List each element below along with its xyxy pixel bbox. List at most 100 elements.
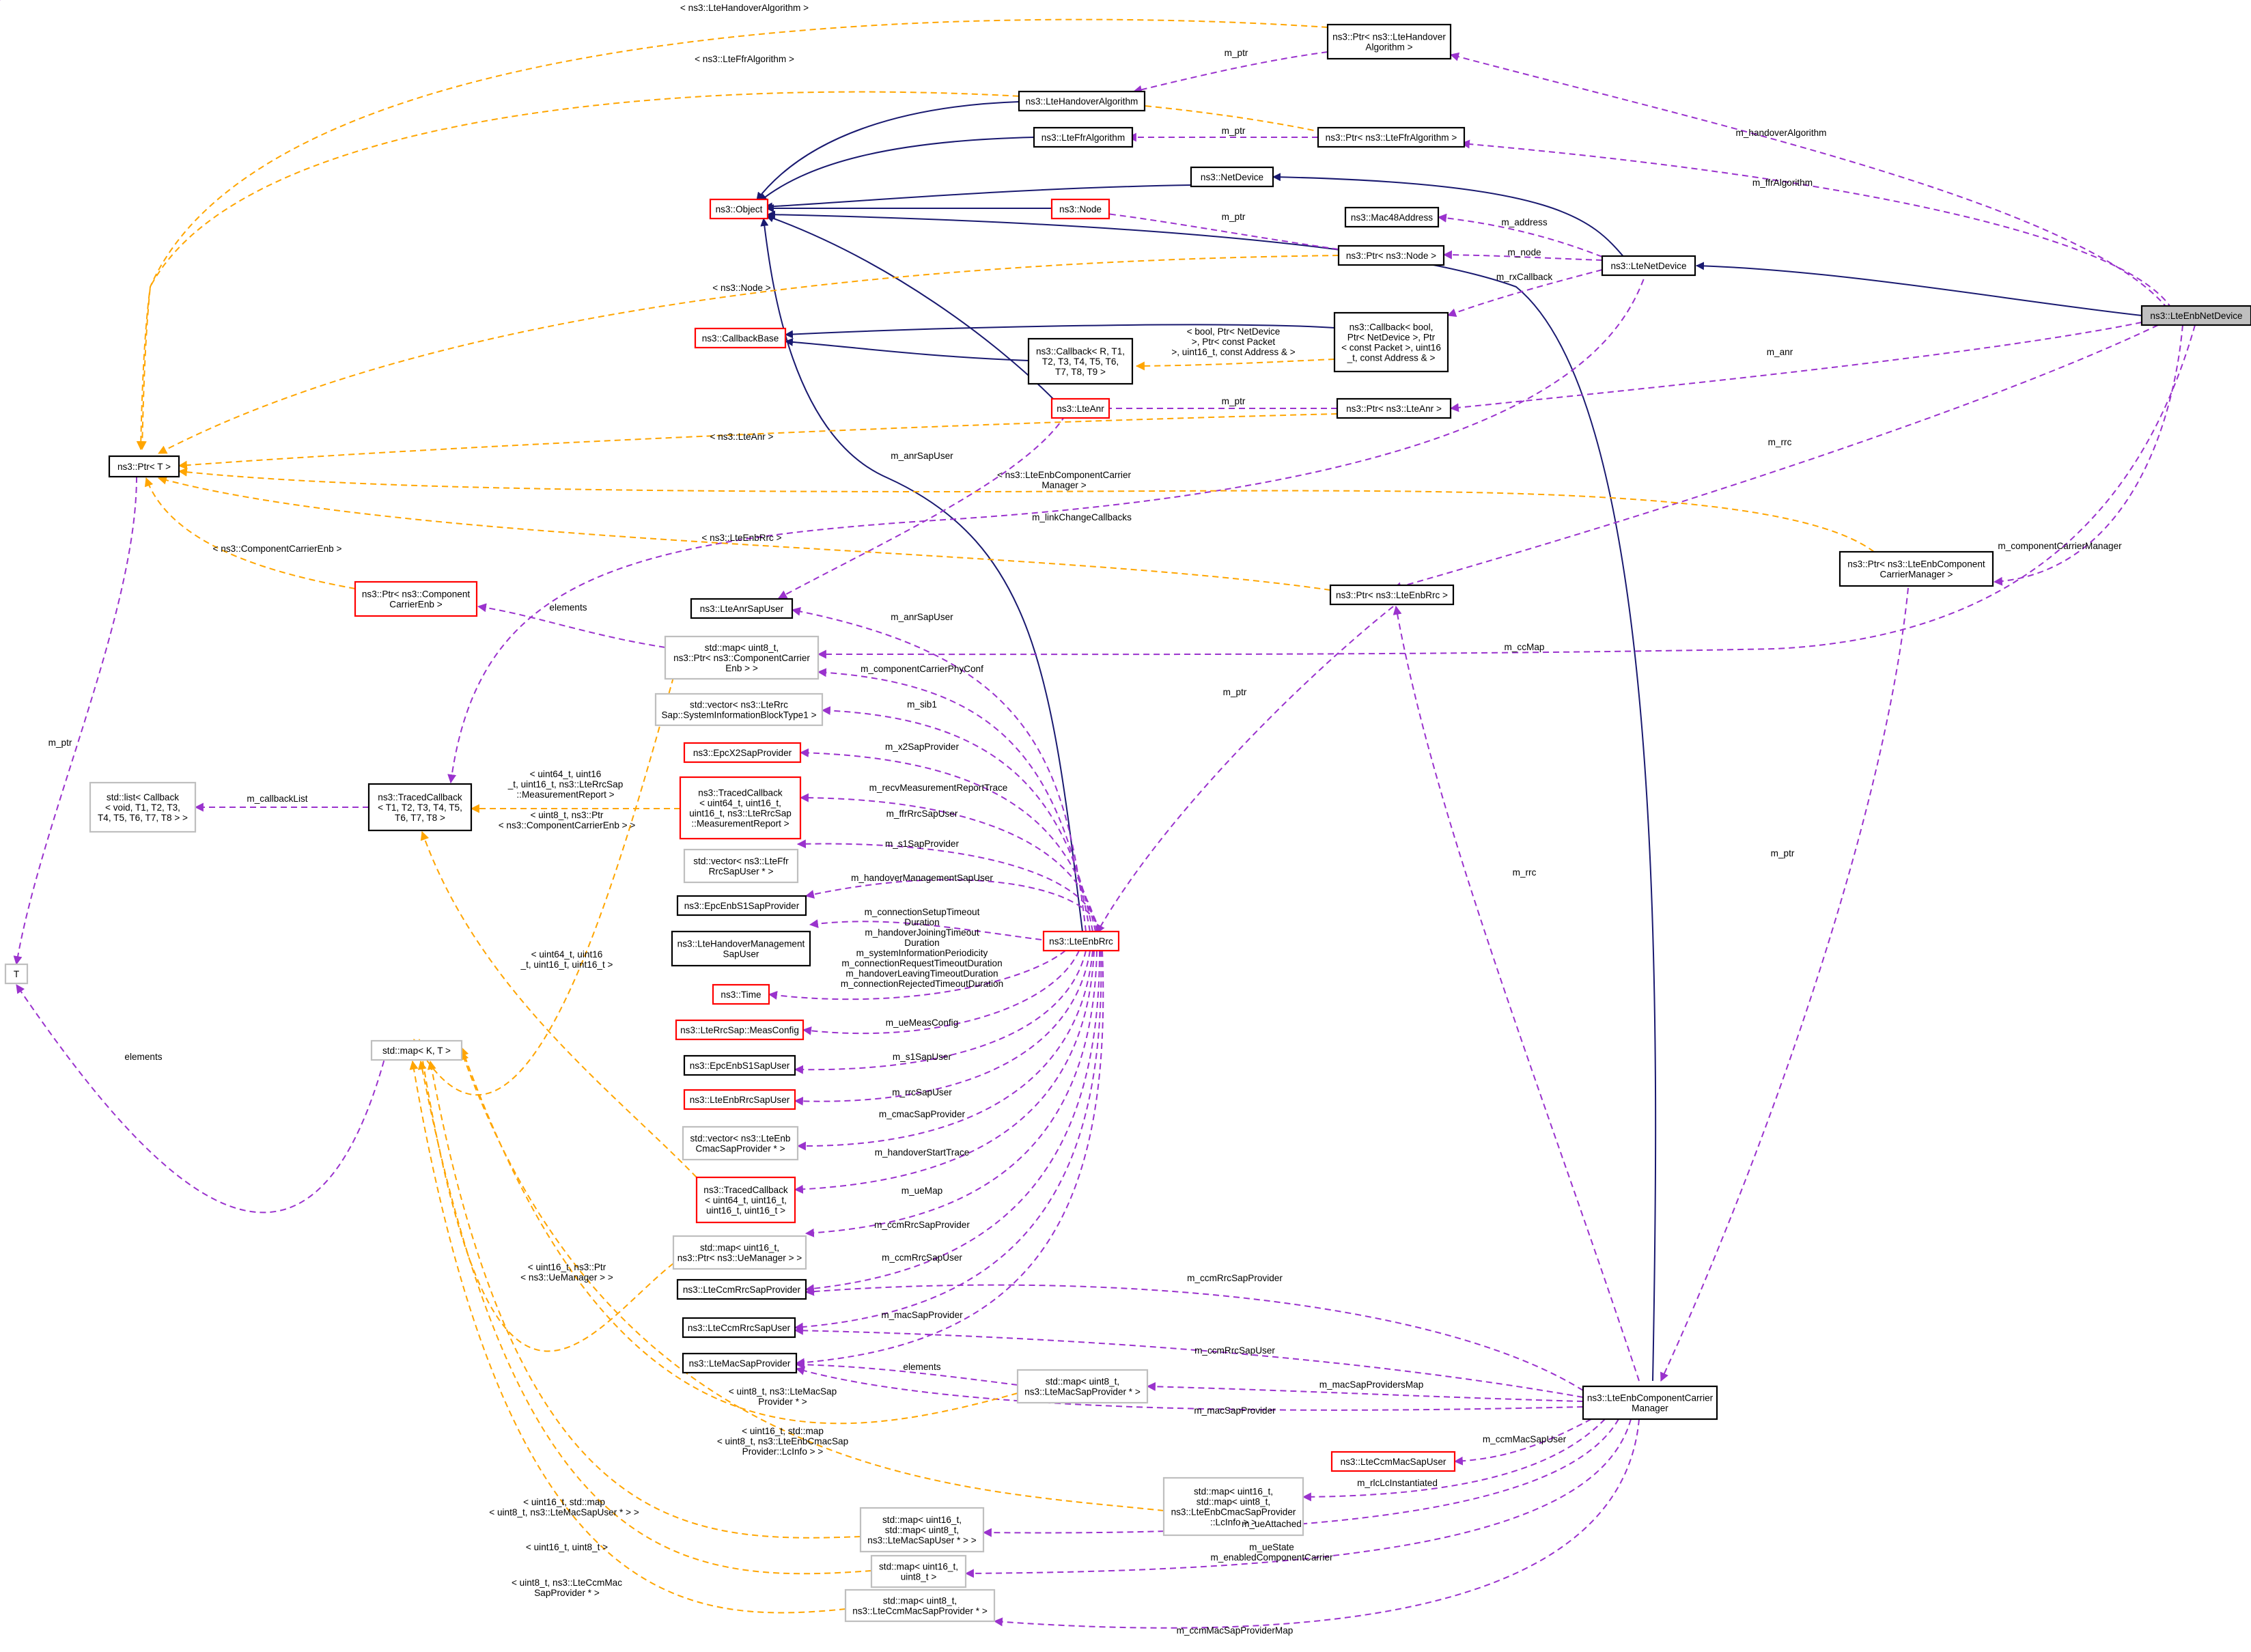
node-std-map-kt[interactable]: std::map< K, T > <box>370 1039 463 1061</box>
node-traced-meas[interactable]: ns3::TracedCallback< uint64_t, uint16_t,… <box>679 776 802 840</box>
node-map-cc-enb[interactable]: std::map< uint8_t,ns3::Ptr< ns3::Compone… <box>664 635 820 680</box>
node-ptr-lte-anr[interactable]: ns3::Ptr< ns3::LteAnr > <box>1336 397 1452 419</box>
edge-inherit-ccm-obj <box>767 210 1657 1382</box>
node-label: T <box>14 969 19 979</box>
node-lte-ccm-mac-sap-user[interactable]: ns3::LteCcmMacSapUser <box>1330 1451 1456 1472</box>
node-ptr-ccm[interactable]: ns3::Ptr< ns3::LteEnbComponentCarrierMan… <box>1838 550 1994 587</box>
edge-label-node: m_node <box>1507 247 1541 257</box>
node-label: ns3::TracedCallback <box>378 792 462 802</box>
node-label: ns3::LteMacSapUser * > > <box>867 1535 976 1545</box>
node-label: std::vector< ns3::LteEnb <box>690 1134 791 1144</box>
node-label: std::map< uint8_t, <box>1046 1377 1119 1387</box>
node-callback-generic[interactable]: ns3::Callback< R, T1,T2, T3, T4, T5, T6,… <box>1027 337 1134 385</box>
node-map-lc-info[interactable]: std::map< uint16_t,std::map< uint8_t,ns3… <box>1162 1476 1304 1537</box>
node-box <box>683 742 802 764</box>
node-epc-x2-sap-provider[interactable]: ns3::EpcX2SapProvider <box>683 742 802 764</box>
node-lte-ffr-algorithm[interactable]: ns3::LteFfrAlgorithm <box>1033 126 1134 148</box>
node-callback-bool[interactable]: ns3::Callback< bool,Ptr< NetDevice >, Pt… <box>1333 311 1449 373</box>
node-box <box>682 1352 798 1374</box>
edge-component-carrier-manager <box>1993 324 2183 586</box>
node-box <box>695 1176 796 1224</box>
edge-label-mac-sap-prov: m_macSapProvider <box>881 1310 963 1320</box>
node-map-mac-sap-user[interactable]: std::map< uint16_t,std::map< uint8_t,ns3… <box>859 1507 985 1553</box>
edge-label-line: m_anrSapUser <box>891 451 953 461</box>
node-lte-enb-net-device[interactable]: ns3::LteEnbNetDevice <box>2140 305 2251 326</box>
node-ptr-node[interactable]: ns3::Ptr< ns3::Node > <box>1337 244 1445 266</box>
node-label: ns3::LteAnrSapUser <box>700 604 784 614</box>
node-label: T4, T5, T6, T7, T8 > > <box>98 813 188 823</box>
edge-ccm-mac-sap-provider <box>795 1366 1584 1411</box>
edge-label-line: ::MeasurementReport > <box>516 789 614 800</box>
node-map-u16-u8[interactable]: std::map< uint16_t,uint8_t > <box>870 1554 967 1588</box>
edge-label-line: Duration <box>904 917 939 927</box>
edge-label-line: m_rrc <box>1513 867 1537 878</box>
node-callback-base[interactable]: ns3::CallbackBase <box>694 327 787 349</box>
node-net-device[interactable]: ns3::NetDevice <box>1190 166 1274 188</box>
edge-label-line: m_ptr <box>48 738 72 748</box>
node-t[interactable]: T <box>4 963 29 985</box>
edge-label-elements-cc: elements <box>549 602 587 613</box>
node-box <box>690 598 794 619</box>
node-vec-cmac[interactable]: std::vector< ns3::LteEnbCmacSapProvider … <box>682 1125 799 1161</box>
node-map-mac-sap-prov[interactable]: std::map< uint8_t,ns3::LteMacSapProvider… <box>1016 1369 1149 1404</box>
node-box <box>1333 311 1449 373</box>
edge-sib1 <box>821 705 1093 932</box>
node-lte-enb-rrc[interactable]: ns3::LteEnbRrc <box>1042 930 1120 952</box>
node-lte-anr[interactable]: ns3::LteAnr <box>1050 397 1110 419</box>
edge-ptr-rrc <box>1096 606 1394 934</box>
edge-label-t-cbbool: < bool, Ptr< NetDevice>, Ptr< const Pack… <box>1171 326 1295 357</box>
node-lte-anr-sap-user[interactable]: ns3::LteAnrSapUser <box>690 598 794 619</box>
node-mac48-address[interactable]: ns3::Mac48Address <box>1344 206 1440 228</box>
node-ptr-cc-enb[interactable]: ns3::Ptr< ns3::ComponentCarrierEnb > <box>354 580 478 617</box>
edge-label-line: < uint8_t, ns3::Ptr <box>531 810 604 820</box>
edge-template-map-ue <box>416 1038 674 1352</box>
node-meas-config[interactable]: ns3::LteRrcSap::MeasConfig <box>675 1019 805 1041</box>
node-ptr-t[interactable]: ns3::Ptr< T > <box>108 455 180 478</box>
edge-label-line: < ns3::ComponentCarrierEnb > <box>213 544 342 554</box>
edge-ffr-algorithm <box>1460 139 2172 309</box>
node-box <box>672 1235 807 1270</box>
edge-template-traced-ho <box>420 830 697 1178</box>
node-lte-net-device[interactable]: ns3::LteNetDevice <box>1601 255 1696 277</box>
node-epc-enb-s1-sap-user[interactable]: ns3::EpcEnbS1SapUser <box>683 1054 796 1076</box>
node-lte-mac-sap-provider[interactable]: ns3::LteMacSapProvider <box>682 1352 798 1374</box>
node-lte-ccm-rrc-sap-provider[interactable]: ns3::LteCcmRrcSapProvider <box>676 1278 807 1300</box>
edge-label-meas-config: m_ueMeasConfig <box>886 1018 959 1028</box>
node-ptr-handover[interactable]: ns3::Ptr< ns3::LteHandoverAlgorithm > <box>1326 23 1452 60</box>
node-label: ns3::Object <box>716 204 763 214</box>
edge-label-rrc: m_rrc <box>1768 437 1792 447</box>
node-traced-ho[interactable]: ns3::TracedCallback< uint64_t, uint16_t,… <box>695 1176 796 1224</box>
node-map-ccm-mac-sap-prov[interactable]: std::map< uint8_t,ns3::LteCcmMacSapProvi… <box>844 1588 996 1623</box>
node-label: T7, T8, T9 > <box>1055 367 1106 377</box>
edge-label-ccm-rrc-user: m_ccmRrcSapUser <box>882 1252 962 1263</box>
edge-label-line: m_ccmRrcSapProvider <box>874 1220 970 1230</box>
edge-label-line: m_systemInformationPeriodicity <box>856 948 988 958</box>
node-node[interactable]: ns3::Node <box>1050 198 1110 220</box>
edge-ccm-ue-attached <box>982 1418 1619 1537</box>
edge-label-line: m_anr <box>1767 347 1793 357</box>
node-time[interactable]: ns3::Time <box>712 983 770 1005</box>
node-map-ue[interactable]: std::map< uint16_t,ns3::Ptr< ns3::UeMana… <box>672 1235 807 1270</box>
node-label: ns3::CallbackBase <box>702 333 779 344</box>
edge-template-cb-bool <box>1135 359 1335 371</box>
node-lte-ccm-rrc-sap-user[interactable]: ns3::LteCcmRrcSapUser <box>682 1317 796 1339</box>
node-object[interactable]: ns3::Object <box>709 198 769 220</box>
edge-inherit-anr-obj <box>766 214 1058 404</box>
edge-label-line: m_s1SapProvider <box>885 839 960 849</box>
node-lte-handover-algorithm[interactable]: ns3::LteHandoverAlgorithm <box>1018 90 1146 112</box>
edge-label-line: m_connectionRequestTimeoutDuration <box>841 958 1002 968</box>
node-list-callback[interactable]: std::list< Callback< void, T1, T2, T3,T4… <box>89 781 197 833</box>
node-epc-enb-s1-sap-provider[interactable]: ns3::EpcEnbS1SapProvider <box>676 895 807 916</box>
node-label: ns3::Ptr< ns3::LteEnbComponent <box>1847 559 1985 570</box>
edge-ccm-ccm-rrc-user <box>794 1326 1584 1398</box>
node-lte-enb-rrc-sap-user[interactable]: ns3::LteEnbRrcSapUser <box>683 1089 796 1110</box>
node-ptr-ffr[interactable]: ns3::Ptr< ns3::LteFfrAlgorithm > <box>1317 126 1466 148</box>
node-traced-generic[interactable]: ns3::TracedCallback< T1, T2, T3, T4, T5,… <box>367 783 473 832</box>
node-ptr-enb-rrc[interactable]: ns3::Ptr< ns3::LteEnbRrc > <box>1329 584 1455 606</box>
node-vec-sib[interactable]: std::vector< ns3::LteRrcSap::SystemInfor… <box>654 692 824 727</box>
node-box <box>1582 1385 1718 1420</box>
node-label: ns3::LteEnbRrcSapUser <box>690 1095 790 1105</box>
